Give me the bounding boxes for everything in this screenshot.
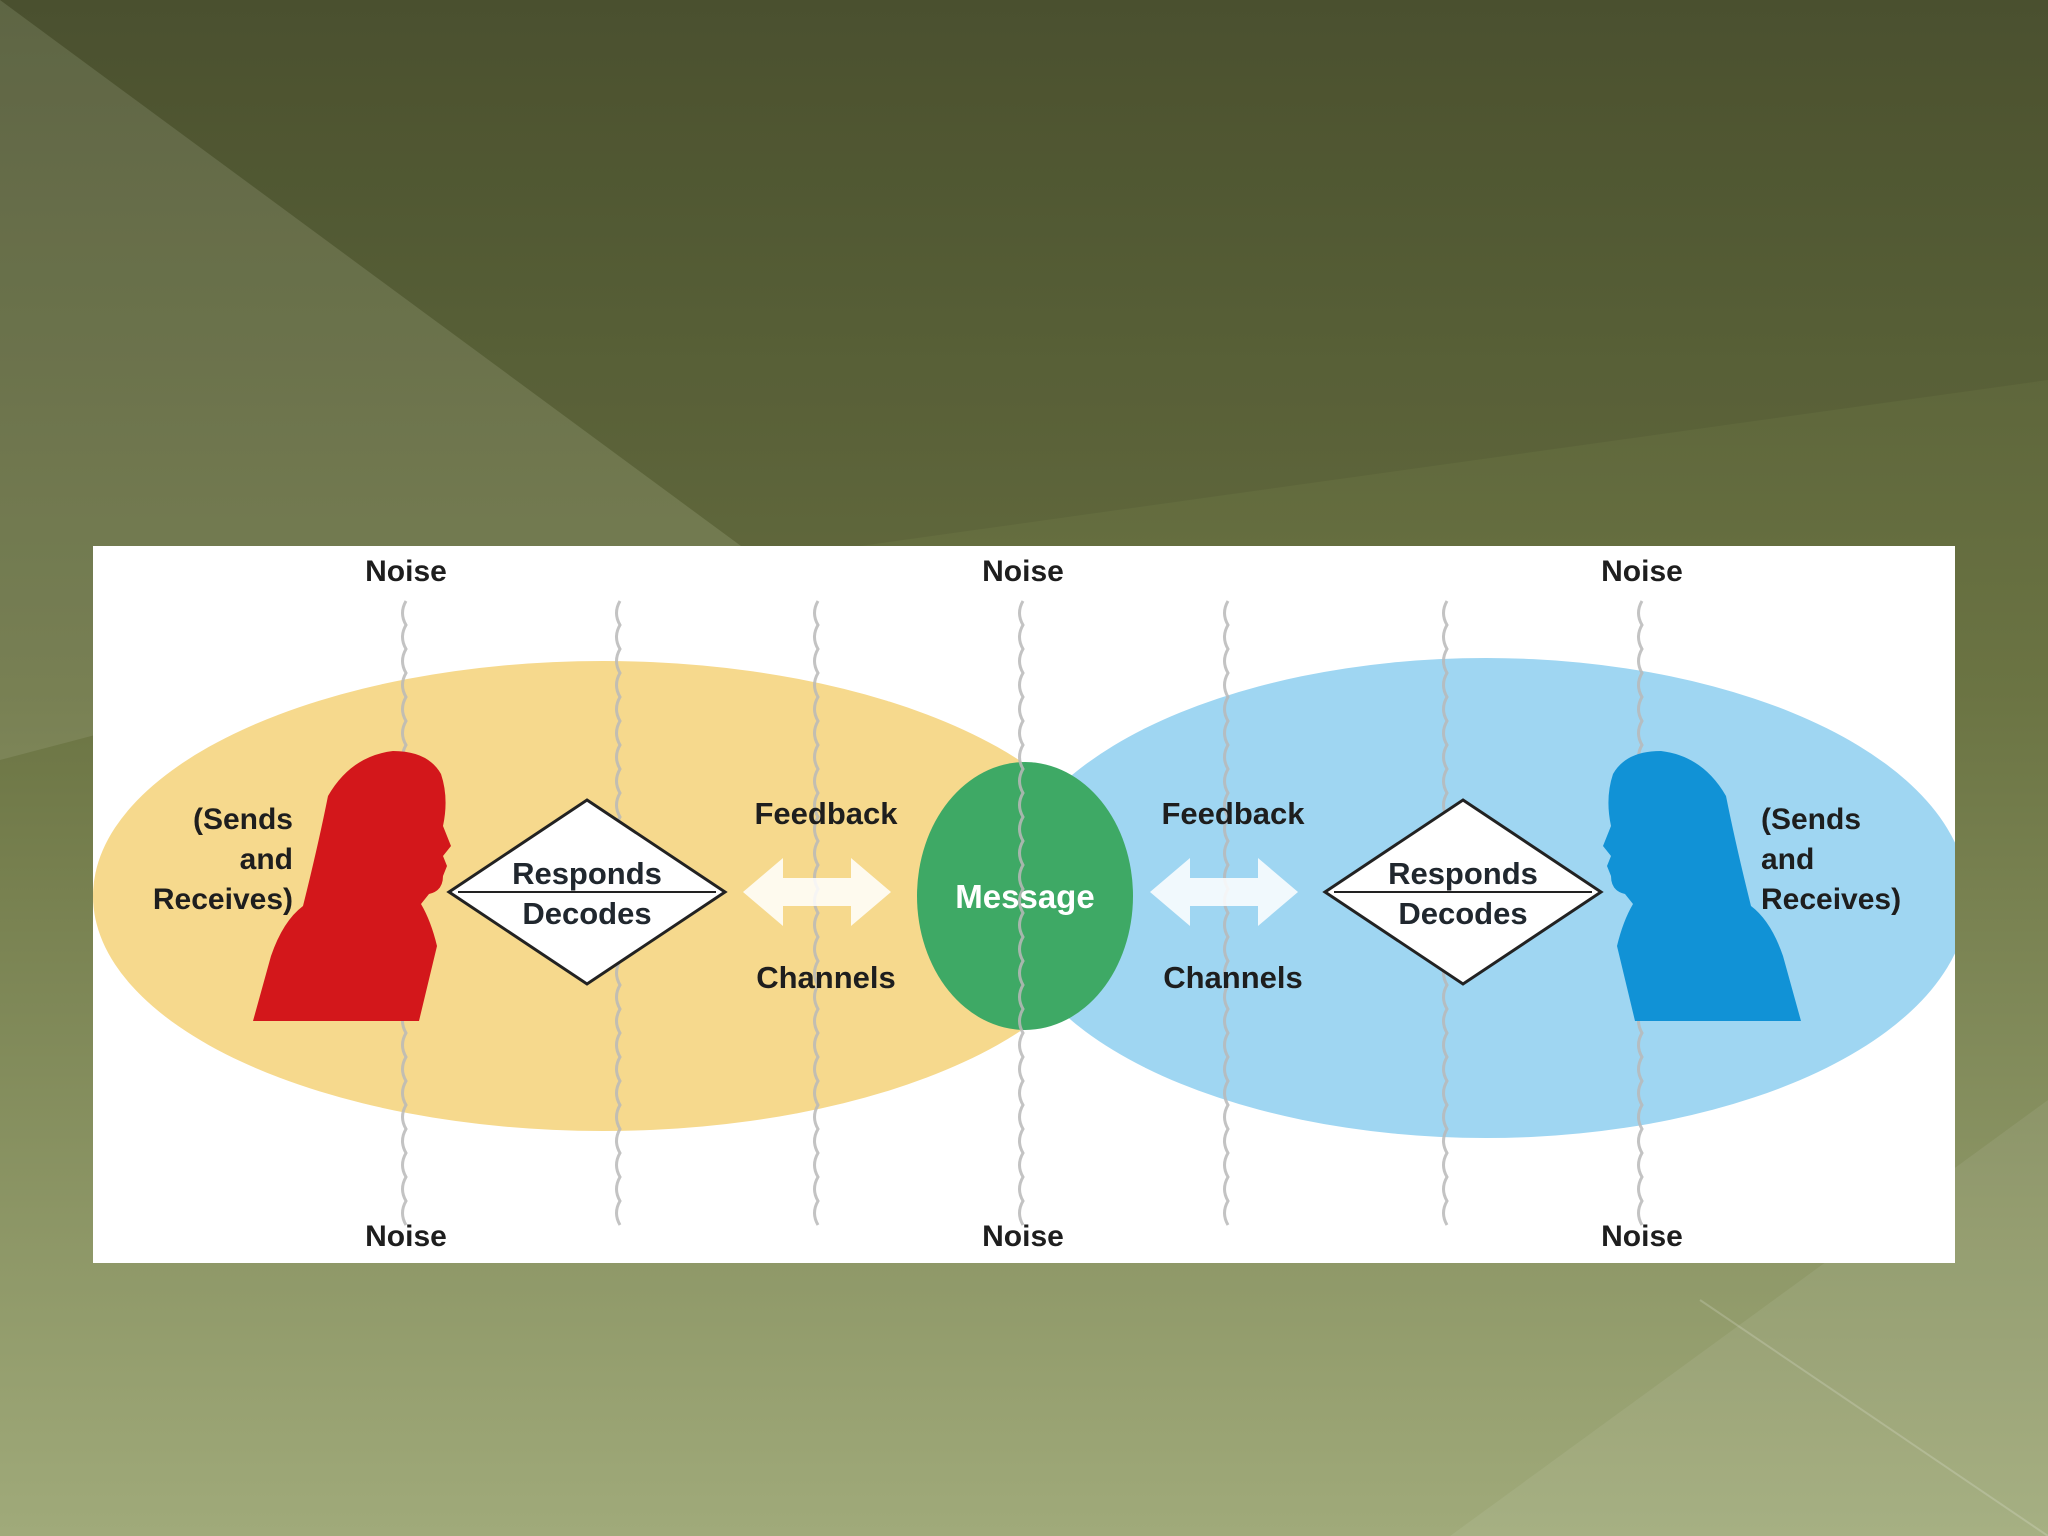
right-feedback-label: Feedback bbox=[1161, 796, 1305, 831]
left-diamond-responds: Responds bbox=[512, 856, 662, 891]
noise-label-top-center: Noise bbox=[982, 555, 1064, 588]
noise-label-bottom-center: Noise bbox=[982, 1220, 1064, 1253]
noise-line bbox=[1223, 600, 1230, 1226]
slide-corner-line bbox=[1699, 1299, 2048, 1536]
noise-label-bottom-left: Noise bbox=[365, 1220, 447, 1253]
noise-line bbox=[813, 600, 820, 1226]
noise-label-top-left: Noise bbox=[365, 555, 447, 588]
right-channels-label: Channels bbox=[1163, 960, 1303, 995]
noise-line bbox=[1018, 600, 1025, 1226]
left-channel-arrow-icon bbox=[743, 858, 891, 926]
left-role-line-1: (Sends bbox=[193, 803, 293, 836]
left-role-line-2: and bbox=[240, 843, 293, 876]
right-diamond-decodes: Decodes bbox=[1398, 896, 1527, 931]
left-person-icon bbox=[253, 751, 451, 1021]
slide-dark-wedge bbox=[0, 0, 2048, 560]
left-channels-label: Channels bbox=[756, 960, 896, 995]
message-circle bbox=[917, 762, 1133, 1030]
noise-label-top-right: Noise bbox=[1601, 555, 1683, 588]
right-role-line-2: and bbox=[1761, 843, 1814, 876]
communication-diagram: Noise Noise Noise Noise Noise Noise (Sen… bbox=[93, 546, 1955, 1263]
left-role-line-3: Receives) bbox=[153, 883, 293, 916]
right-role-line-1: (Sends bbox=[1761, 803, 1861, 836]
right-channel-arrow-icon bbox=[1150, 858, 1298, 926]
right-role-line-3: Receives) bbox=[1761, 883, 1901, 916]
right-person-icon bbox=[1603, 751, 1801, 1021]
left-feedback-label: Feedback bbox=[754, 796, 898, 831]
message-label: Message bbox=[955, 878, 1094, 915]
left-diamond-decodes: Decodes bbox=[522, 896, 651, 931]
right-diamond-responds: Responds bbox=[1388, 856, 1538, 891]
noise-label-bottom-right: Noise bbox=[1601, 1220, 1683, 1253]
